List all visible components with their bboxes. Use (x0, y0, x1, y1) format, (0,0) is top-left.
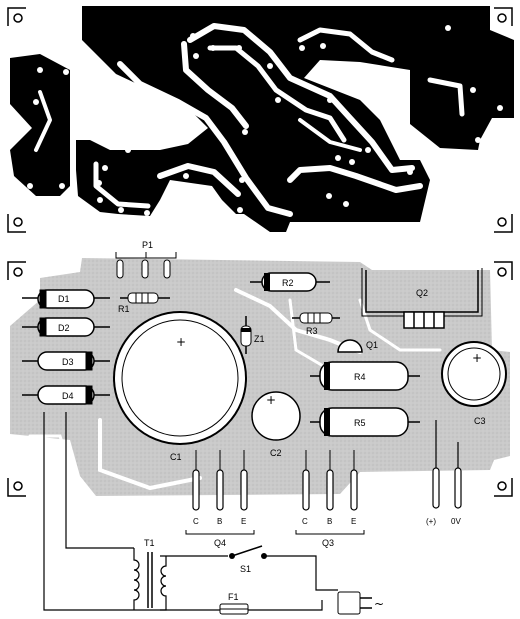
out-zero-label: 0V (451, 517, 461, 526)
r4-label: R4 (354, 372, 366, 382)
out-plus-label: (+) (426, 517, 436, 526)
component-layout: P1 R1 D1 D2 D3 D4 (7, 240, 513, 615)
c3-label: C3 (474, 416, 486, 426)
z1-zener (240, 316, 252, 354)
t1-label: T1 (144, 538, 155, 548)
r3-label: R3 (306, 326, 318, 336)
diodes (22, 289, 110, 405)
z1-label: Z1 (254, 334, 265, 344)
copper-left-pad (10, 54, 70, 196)
r3-resistor (292, 312, 340, 324)
c2-capacitor (251, 391, 301, 441)
r5-resistor (310, 407, 420, 437)
q2-label: Q2 (416, 288, 428, 298)
c3-capacitor (441, 341, 507, 407)
mains-plug (337, 591, 372, 615)
q3-pin-c: C (302, 517, 308, 526)
c1-label: C1 (170, 452, 182, 462)
r1-resistor (120, 292, 170, 304)
ac-symbol: ~ (374, 597, 384, 611)
r2-label: R2 (282, 278, 294, 288)
r1-label: R1 (118, 304, 130, 314)
c2-plus: + (266, 393, 276, 407)
r2-resistor (250, 272, 330, 292)
corner-marks-top (7, 7, 513, 233)
q4-label: Q4 (214, 538, 226, 548)
q1-transistor (337, 339, 363, 353)
q4-pins (192, 469, 248, 511)
copper-layout (7, 6, 514, 233)
copper-main-area (76, 6, 514, 232)
f1-fuse (219, 603, 249, 615)
q4-pin-b: B (217, 517, 222, 526)
q3-pin-e: E (351, 517, 356, 526)
s1-switch (229, 545, 267, 559)
q1-label: Q1 (366, 340, 378, 350)
c3-plus: + (472, 351, 482, 365)
c2-label: C2 (270, 448, 282, 458)
r5-label: R5 (354, 418, 366, 428)
copper-holes (27, 25, 503, 216)
corner-marks-bottom (7, 261, 513, 497)
component-leads (195, 450, 355, 470)
f1-label: F1 (228, 592, 239, 602)
q3-pins (302, 469, 358, 511)
p1-label: P1 (142, 240, 153, 250)
d3-label: D3 (62, 357, 74, 367)
q3-pin-b: B (327, 517, 332, 526)
c1-capacitor (113, 311, 247, 445)
p1-pins (115, 252, 177, 279)
mains-wiring (43, 412, 338, 611)
q2-transistor (361, 268, 483, 329)
t1-transformer (133, 548, 167, 611)
d1-label: D1 (58, 294, 70, 304)
q4-pin-e: E (241, 517, 246, 526)
r4-resistor (310, 361, 420, 391)
output-terminals (432, 420, 462, 509)
q3-label: Q3 (322, 538, 334, 548)
q4-bracket (185, 530, 255, 535)
q3-bracket (295, 530, 365, 535)
q4-pin-c: C (193, 517, 199, 526)
d2-label: D2 (58, 323, 70, 333)
c1-plus: + (176, 335, 186, 349)
s1-label: S1 (240, 564, 251, 574)
d4-label: D4 (62, 391, 74, 401)
